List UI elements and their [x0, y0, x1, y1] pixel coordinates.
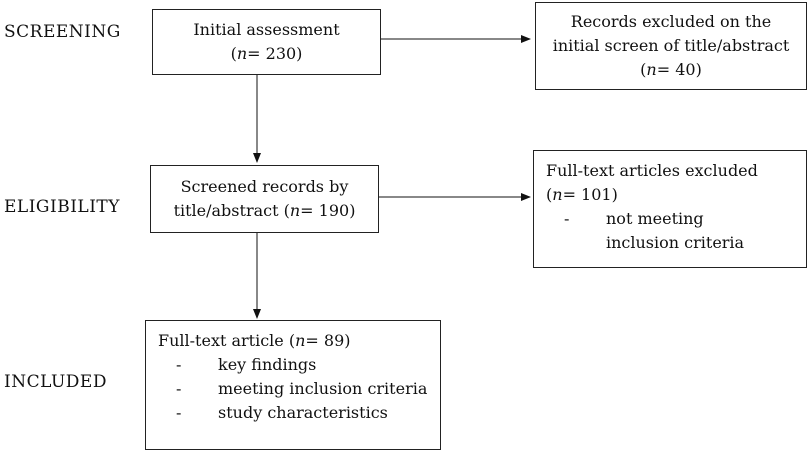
fulltext-excluded-box: Full-text articles excluded (n= 101) - n… [533, 150, 807, 268]
fulltext-included-list: - key findings - meeting inclusion crite… [158, 353, 440, 425]
screened-records-line2: title/abstract (n= 190) [173, 201, 356, 220]
fulltext-excluded-list: - not meeting inclusion criteria [546, 207, 806, 255]
records-excluded-line2: initial screen of title/abstract [552, 36, 790, 55]
list-item: - meeting inclusion criteria [176, 379, 428, 398]
stage-label-included: INCLUDED [4, 372, 107, 392]
fulltext-excluded-title: Full-text articles excluded [546, 161, 758, 180]
list-item: - key findings [176, 355, 317, 374]
stage-label-eligibility: ELIGIBILITY [4, 197, 120, 217]
screened-records-box: Screened records by title/abstract (n= 1… [150, 165, 379, 233]
records-excluded-count: (n= 40) [640, 60, 702, 79]
list-item: - not meeting inclusion criteria [564, 209, 745, 252]
stage-label-screening: SCREENING [4, 22, 121, 42]
list-item: - study characteristics [176, 403, 388, 422]
fulltext-included-title: Full-text article (n= 89) [158, 331, 351, 350]
records-excluded-line1: Records excluded on the [570, 12, 772, 31]
fulltext-excluded-count: (n= 101) [546, 185, 618, 204]
initial-assessment-count: (n= 230) [230, 44, 303, 63]
initial-assessment-box: Initial assessment (n= 230) [152, 9, 381, 75]
records-excluded-box: Records excluded on the initial screen o… [535, 2, 807, 90]
fulltext-included-box: Full-text article (n= 89) - key findings… [145, 320, 441, 450]
initial-assessment-title: Initial assessment [193, 20, 340, 39]
screened-records-line1: Screened records by [180, 177, 349, 196]
